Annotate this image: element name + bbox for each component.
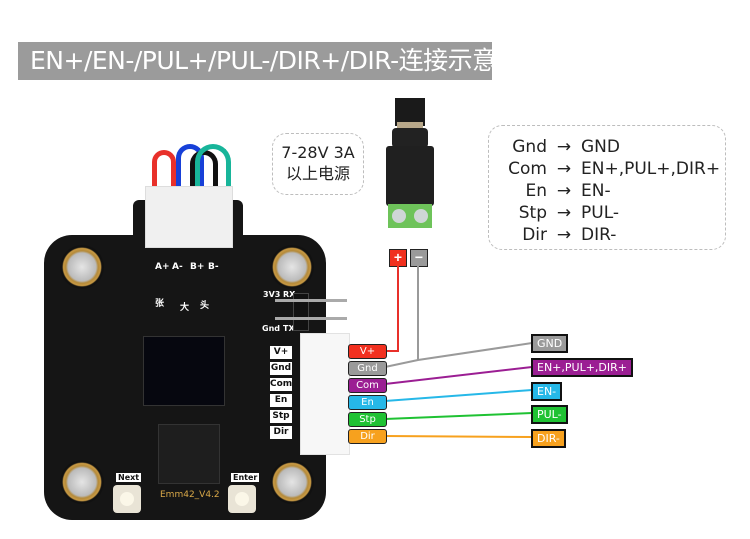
uart-pin-label: Gnd xyxy=(262,324,280,333)
mapping-to: EN- xyxy=(581,181,611,201)
tag-dir-minus: DIR- xyxy=(531,429,566,448)
wire-en xyxy=(384,389,533,402)
motor-pin-label: B- xyxy=(208,262,219,272)
wire-dir xyxy=(384,435,533,438)
mount-screw-icon xyxy=(60,460,104,504)
mount-screw-icon xyxy=(60,245,104,289)
power-requirement: 以上电源 xyxy=(285,164,350,183)
mapping-row: Stp → PUL- xyxy=(489,202,725,224)
motor-wire-teal xyxy=(195,144,231,201)
next-button[interactable] xyxy=(113,485,141,513)
motor-pin-label: A- xyxy=(172,262,183,272)
tag-vplus: V+ xyxy=(348,344,387,359)
arrow-icon: → xyxy=(556,203,572,223)
mount-screw-icon xyxy=(270,460,314,504)
power-spec: 7-28V 3A xyxy=(281,143,355,162)
motor-connector xyxy=(145,186,233,248)
power-supply-note: 7-28V 3A 以上电源 xyxy=(272,133,364,195)
mapping-to: PUL- xyxy=(581,203,620,223)
mapping-to: GND xyxy=(581,137,620,157)
next-label: Next xyxy=(116,473,142,482)
mapping-to: EN+,PUL+,DIR+ xyxy=(581,159,721,179)
tag-gnd-target: GND xyxy=(531,334,569,353)
pin-label-vplus: V+ xyxy=(270,346,292,359)
diagram-title: EN+/EN-/PUL+/PUL-/DIR+/DIR-连接示意图 xyxy=(18,42,522,80)
tag-stp: Stp xyxy=(348,412,387,427)
motor-pin-label: B+ xyxy=(190,262,205,272)
mapping-from: En xyxy=(525,181,547,201)
mapping-to: DIR- xyxy=(581,225,617,245)
mapping-from: Com xyxy=(508,159,547,179)
oled-display xyxy=(143,336,225,406)
enter-button[interactable] xyxy=(228,485,256,513)
motor-pin-label: A+ xyxy=(155,262,170,272)
mapping-from: Dir xyxy=(522,225,547,245)
tag-com: Com xyxy=(348,378,387,393)
tag-enable-pulse-dir-plus: EN+,PUL+,DIR+ xyxy=(531,358,633,377)
board-model-label: Emm42_V4.2 xyxy=(160,490,220,500)
pin-label-com: Com xyxy=(270,378,293,391)
tag-pul-minus: PUL- xyxy=(531,405,568,424)
wire-stp xyxy=(384,412,533,420)
uart-pin-label: TX xyxy=(283,324,295,333)
pin-label-gnd: Gnd xyxy=(270,362,292,375)
arrow-icon: → xyxy=(556,137,572,157)
header-pin xyxy=(275,299,347,302)
uart-pin-label: 3V3 xyxy=(263,290,281,299)
mapping-row: En → EN- xyxy=(489,180,725,202)
pin-label-dir: Dir xyxy=(270,426,292,439)
control-connector xyxy=(300,333,350,455)
dc-jack-icon xyxy=(386,98,434,228)
mount-screw-icon xyxy=(270,245,314,289)
arrow-icon: → xyxy=(556,181,572,201)
mcu-chip xyxy=(158,424,220,484)
tag-dir: Dir xyxy=(348,429,387,444)
mapping-from: Stp xyxy=(518,203,547,223)
enter-label: Enter xyxy=(231,473,260,482)
arrow-icon: → xyxy=(556,159,572,179)
silk-char: 大 xyxy=(180,303,190,313)
mapping-from: Gnd xyxy=(512,137,547,157)
wire-com xyxy=(384,366,533,385)
tag-en: En xyxy=(348,395,387,410)
tag-en-minus: EN- xyxy=(531,382,563,401)
tag-gnd: Gnd xyxy=(348,361,387,376)
silk-char: 头 xyxy=(200,301,210,311)
mapping-row: Gnd → GND xyxy=(489,136,725,158)
motor-wire-red xyxy=(152,150,176,200)
uart-pin-label: RX xyxy=(283,290,296,299)
pin-label-en: En xyxy=(270,394,292,407)
pin-label-stp: Stp xyxy=(270,410,292,423)
arrow-icon: → xyxy=(556,225,572,245)
mapping-row: Com → EN+,PUL+,DIR+ xyxy=(489,158,725,180)
wire-vplus xyxy=(385,266,399,352)
uart-header xyxy=(293,293,309,331)
header-pin xyxy=(275,317,347,320)
mapping-row: Dir → DIR- xyxy=(489,224,725,246)
silk-char: 张 xyxy=(155,299,165,309)
wire-gnd xyxy=(384,342,533,368)
motor-wire-blue xyxy=(176,144,204,199)
pin-mapping-note: Gnd → GND Com → EN+,PUL+,DIR+ En → EN- Stp → PUL… xyxy=(488,125,726,250)
